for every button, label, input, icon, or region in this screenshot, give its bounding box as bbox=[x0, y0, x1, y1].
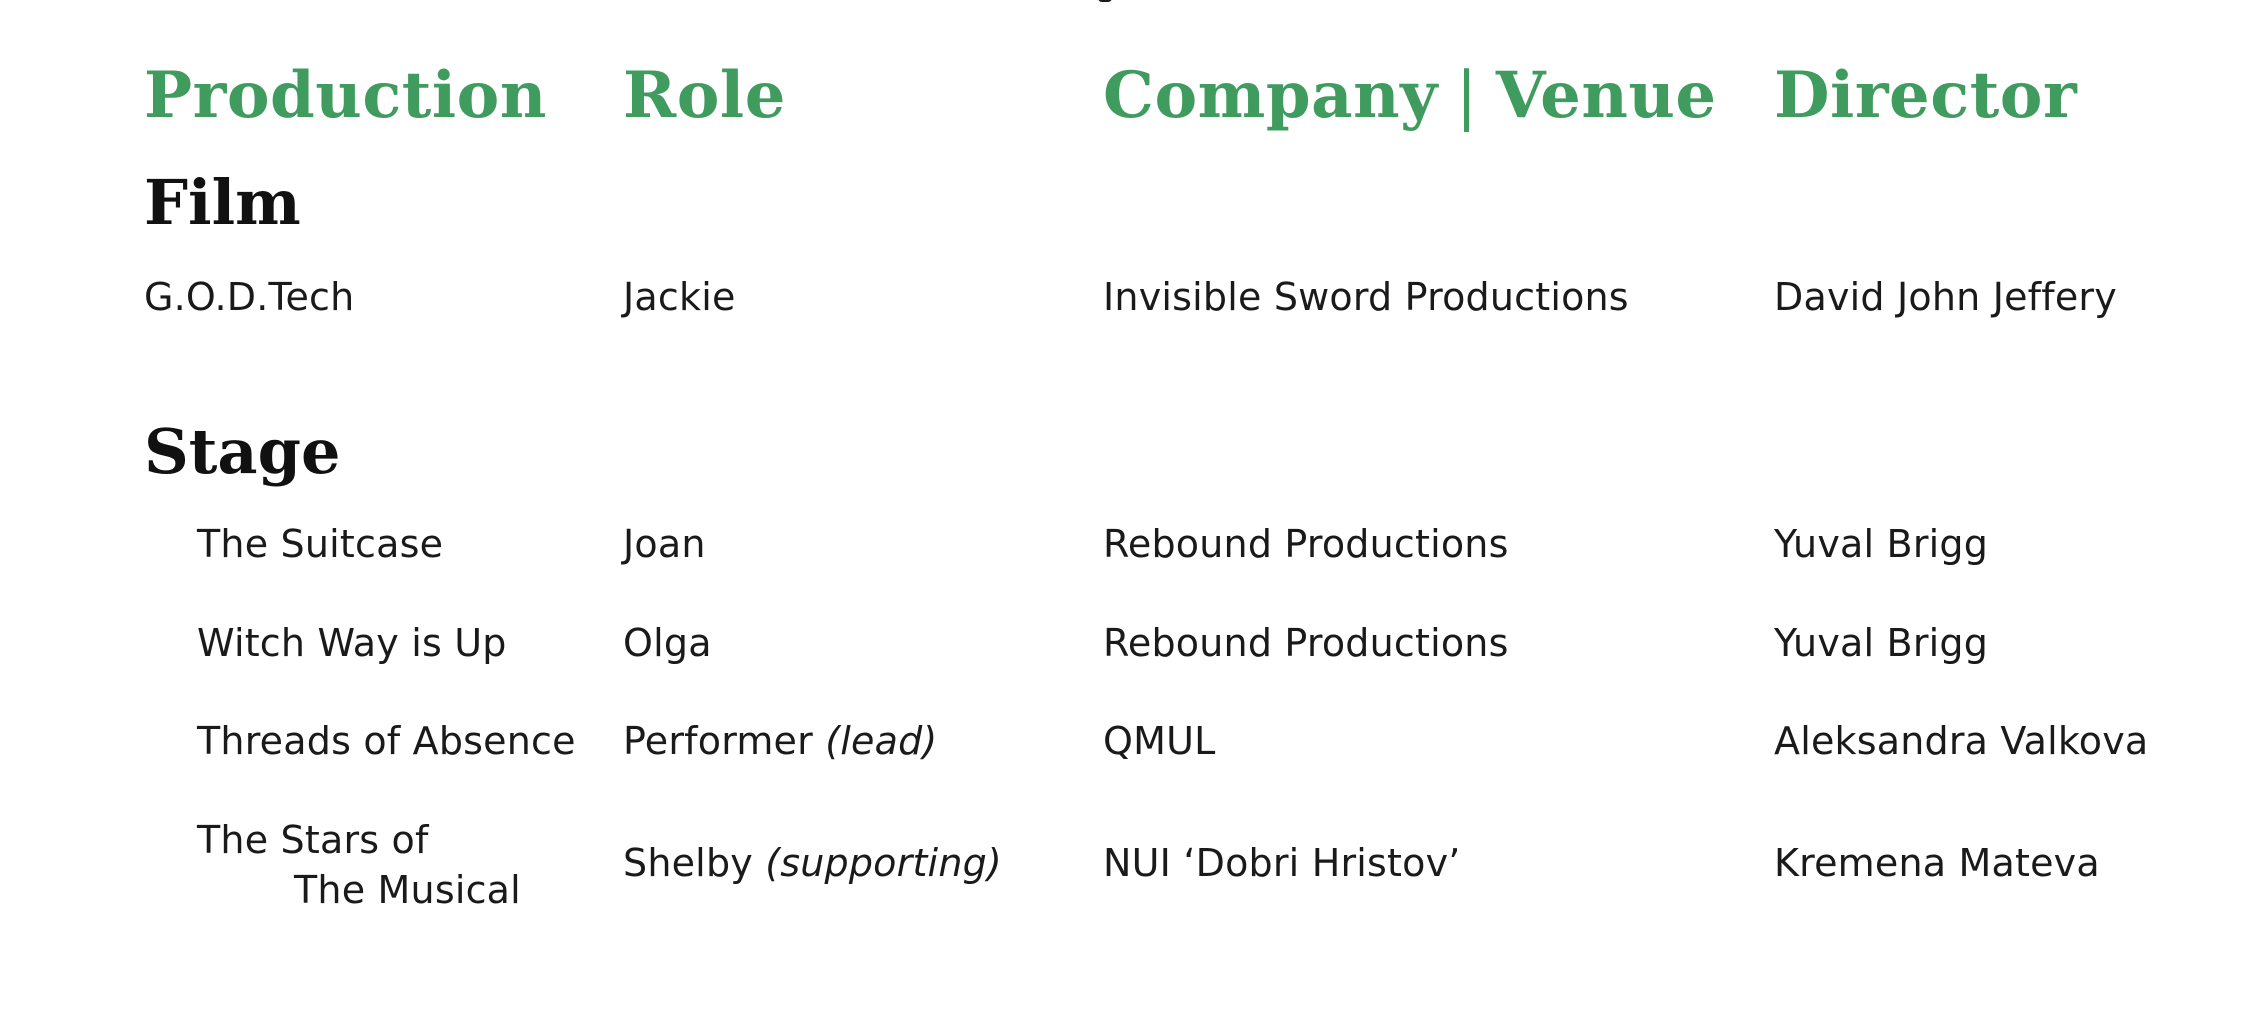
film-row-1-production: G.O.D.Tech bbox=[144, 275, 355, 319]
header-separator: | bbox=[1455, 59, 1478, 133]
stage-row-1-production: The Suitcase bbox=[197, 522, 444, 566]
header-company-venue: Company|Venue bbox=[1103, 58, 1717, 133]
stage-row-2-company: Rebound Productions bbox=[1103, 621, 1509, 665]
section-title-film: Film bbox=[144, 166, 301, 239]
stage-row-1-company: Rebound Productions bbox=[1103, 522, 1509, 566]
header-role-label: Role bbox=[623, 58, 786, 133]
stage-row-3-production: Threads of Absence bbox=[197, 719, 576, 763]
stage-row-4-role: Shelby bbox=[623, 841, 753, 885]
stage-row-4-role-note: (supporting) bbox=[765, 841, 1002, 885]
film-row-1-company: Invisible Sword Productions bbox=[1103, 275, 1629, 319]
stage-row-4-production-line1: The Stars of bbox=[197, 818, 429, 862]
stage-row-2-production: Witch Way is Up bbox=[197, 621, 507, 665]
stage-row-1-role: Joan bbox=[623, 522, 706, 566]
header-director: Director bbox=[1774, 58, 2077, 133]
stage-row-4-director: Kremena Mateva bbox=[1774, 841, 2100, 885]
film-row-1-director: David John Jeffery bbox=[1774, 275, 2117, 319]
stage-row-3-role-cell: Performer (lead) bbox=[623, 716, 937, 766]
stage-row-3-role-note: (lead) bbox=[825, 719, 938, 763]
stage-row-2-role: Olga bbox=[623, 621, 712, 665]
header-venue-label: Venue bbox=[1495, 58, 1717, 133]
stage-row-2-director: Yuval Brigg bbox=[1774, 621, 1989, 665]
film-row-1-role: Jackie bbox=[623, 275, 736, 319]
header-production: Production bbox=[144, 58, 547, 133]
stage-row-3-role: Performer bbox=[623, 719, 813, 763]
top-edge-mark bbox=[1098, 0, 1112, 2]
header-role: Role bbox=[623, 58, 786, 133]
stage-row-3-director: Aleksandra Valkova bbox=[1774, 719, 2149, 763]
header-production-label: Production bbox=[144, 58, 547, 133]
stage-row-4-production-line2: The Musical bbox=[294, 868, 521, 912]
section-title-stage: Stage bbox=[144, 415, 341, 488]
stage-row-3-company: QMUL bbox=[1103, 719, 1216, 763]
stage-row-4-company: NUI ‘Dobri Hristov’ bbox=[1103, 841, 1461, 885]
header-company-label: Company bbox=[1103, 58, 1438, 133]
stage-row-1-director: Yuval Brigg bbox=[1774, 522, 1989, 566]
stage-row-4-production: The Stars of The Musical bbox=[197, 815, 521, 915]
stage-row-4-role-cell: Shelby (supporting) bbox=[623, 838, 1002, 888]
header-director-label: Director bbox=[1774, 58, 2078, 133]
